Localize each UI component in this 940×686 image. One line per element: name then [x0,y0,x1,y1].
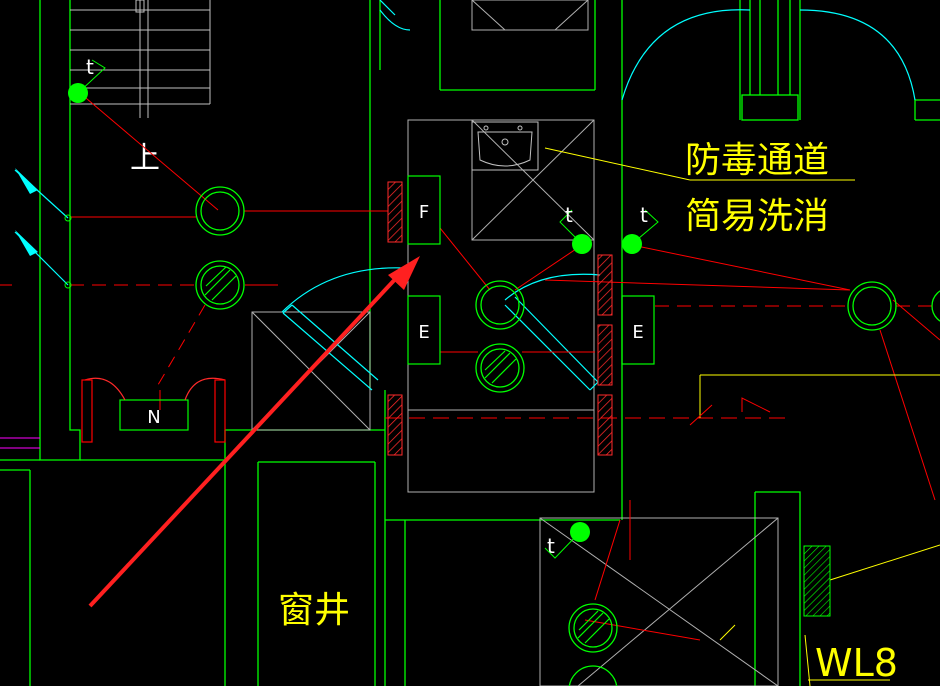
corridor-label-line1: 防毒通道 [685,140,829,181]
stair-up-label: 上 [130,141,160,176]
room-outlines [251,0,779,686]
svg-text:E: E [632,322,643,343]
wall-nodes [64,214,72,289]
door-swings [281,0,916,391]
svg-text:F: F [419,202,429,223]
t-leaders [77,59,659,559]
wash-basin [471,121,539,171]
box-n: N [119,399,189,431]
svg-text:E: E [418,322,429,343]
air-arrows [14,168,69,286]
t-marker: t [640,203,648,227]
green-sleeve [803,545,831,617]
window-well-label: 窗井 [278,590,350,631]
flow-mark [689,397,771,426]
t-marker: t [86,55,94,79]
box-f: F [407,175,441,245]
magenta-lines [0,437,40,449]
leader-lines [544,147,940,686]
svg-text:N: N [147,407,160,428]
vent-valves [195,186,940,686]
blast-door [81,377,226,443]
valve-hatching [204,266,610,644]
wl8-tag: WL8 [815,641,898,685]
t-markers: t t t t [86,55,648,558]
box-e-right: E [621,295,655,365]
annotation-arrow [88,256,420,608]
wall-sleeves [387,181,613,456]
box-e-left: E [407,295,441,365]
t-marker: t [565,203,573,227]
t-marker: t [547,534,555,558]
corridor-label-line2: 简易洗消 [685,196,829,237]
